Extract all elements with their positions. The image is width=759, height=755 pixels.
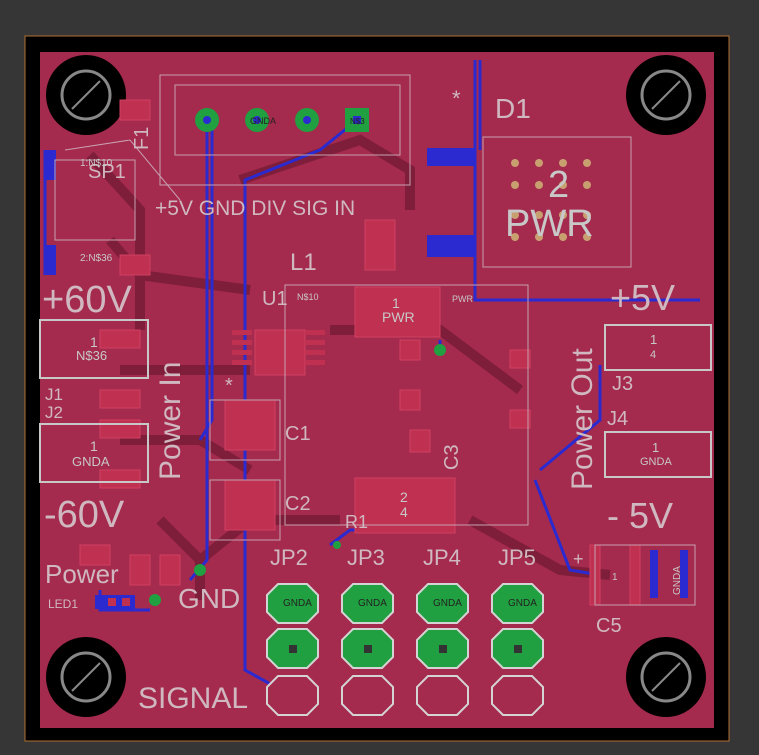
c2-label: C2 [285, 493, 311, 515]
u1-net-label: N$10 [297, 292, 319, 302]
d1-star: * [452, 86, 461, 111]
c5-pad2-label: GNDA [672, 566, 683, 595]
j2-label: J2 [45, 403, 63, 422]
j4-label: J4 [607, 408, 628, 430]
c3-pad-num: 2 [400, 489, 408, 505]
jp5-label: JP5 [498, 545, 536, 570]
plus5-label: +5V [610, 277, 675, 318]
minus60-label: -60V [44, 494, 125, 536]
sp1-pad1-label: 1:N$10 [80, 158, 113, 169]
plus60-label: +60V [42, 279, 132, 321]
j1-pad-num: 1 [90, 334, 98, 350]
signal-label: SIGNAL [138, 682, 248, 715]
sp1-pad2-label: 2:N$36 [80, 253, 113, 264]
c5-plus-label: + [573, 549, 584, 569]
u1-star: * [225, 375, 233, 397]
d1-pwr-label: PWR [505, 203, 594, 245]
c1-label: C1 [285, 423, 311, 445]
pwr-net-label: PWR [452, 294, 473, 304]
header-pin2-label: GNDA [250, 116, 276, 126]
mounting-hole-bottom-left [46, 637, 126, 717]
board-edge [24, 35, 730, 742]
jumper-array [266, 583, 544, 716]
r1-label: R1 [345, 512, 368, 532]
l1-label: L1 [290, 249, 317, 276]
header-pin4-label: N$3 [350, 117, 365, 126]
l1-pad-num: 1 [392, 295, 400, 311]
minus5-label: - 5V [607, 495, 673, 536]
j3-net-label: 4 [650, 349, 656, 361]
c3-pad-net: 4 [400, 504, 408, 520]
c3-label: C3 [441, 444, 463, 470]
c5-pad1-label: 1 [612, 572, 618, 583]
j4-net-label: GNDA [640, 456, 672, 468]
led1-label: LED1 [48, 597, 78, 611]
power-led-label: Power [45, 559, 119, 589]
j4-pad-num: 1 [652, 440, 659, 455]
header-label: +5V GND DIV SIG IN [155, 197, 355, 220]
l1-pad-net: PWR [382, 309, 415, 325]
power-in-label: Power In [154, 362, 187, 480]
j1-net-label: N$36 [76, 348, 107, 363]
u1-label: U1 [262, 288, 288, 310]
j3-label: J3 [612, 373, 633, 395]
u1-pins [232, 330, 325, 365]
j1-label: J1 [45, 385, 63, 404]
mounting-hole-top-left [46, 55, 126, 135]
sp1-label: SP1 [88, 161, 126, 183]
connector-outlines [39, 319, 712, 483]
gnd-label: GND [178, 583, 240, 614]
jp2-pad-label: GNDA [283, 598, 312, 609]
jp4-pad-label: GNDA [433, 598, 462, 609]
jp4-label: JP4 [423, 545, 461, 570]
silkscreen-outlines [54, 74, 696, 606]
jp2-label: JP2 [270, 545, 308, 570]
c5-label: C5 [596, 615, 622, 637]
led1-component [95, 595, 135, 609]
d1-pin-label: 2 [548, 164, 569, 206]
j2-net-label: GNDA [72, 454, 110, 469]
f1-label: F1 [131, 127, 153, 150]
j2-pad-num: 1 [90, 438, 98, 454]
mounting-hole-top-right [626, 55, 706, 135]
mounting-hole-bottom-right [626, 637, 706, 717]
d1-label: D1 [495, 93, 531, 124]
jp3-label: JP3 [347, 545, 385, 570]
jp3-pad-label: GNDA [358, 598, 387, 609]
bottom-smd-pads [46, 148, 688, 598]
j3-pad-num: 1 [650, 332, 657, 347]
pwr-connector-holes [511, 159, 591, 241]
jp5-pad-label: GNDA [508, 598, 537, 609]
header-pins [195, 108, 369, 132]
power-out-label: Power Out [566, 348, 599, 490]
vias [149, 344, 446, 606]
